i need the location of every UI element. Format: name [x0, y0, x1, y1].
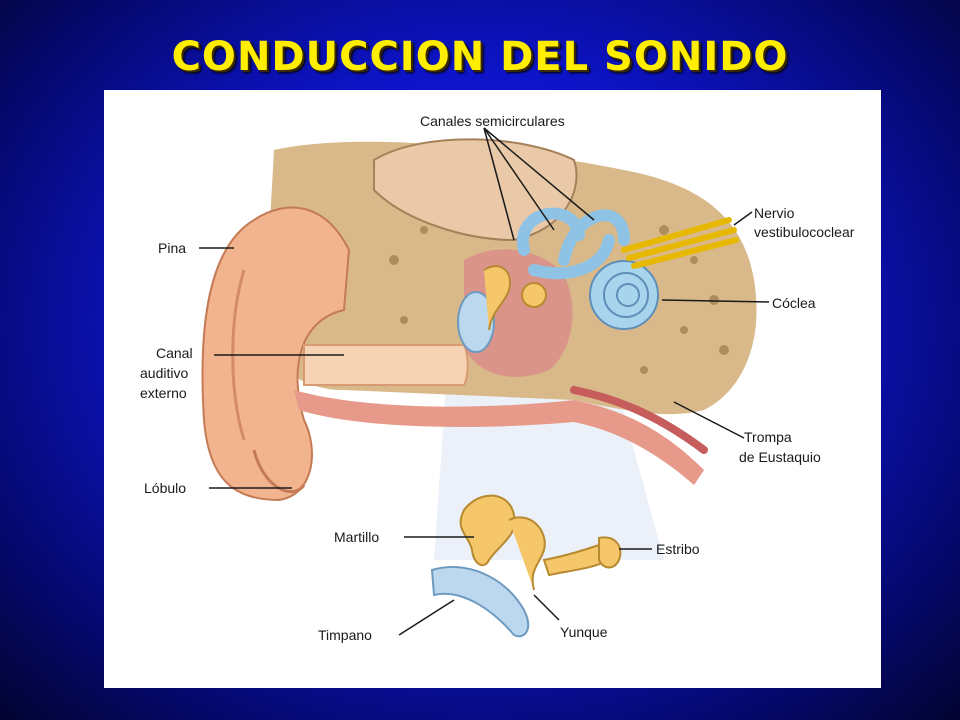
label-vestibulococlear: vestibulococlear — [754, 224, 855, 240]
eustachian-tube — [570, 386, 708, 454]
ossicle-detail — [430, 494, 622, 638]
eardrum — [457, 291, 495, 353]
label-externo: externo — [140, 385, 187, 401]
label-de-eustaquio: de Eustaquio — [739, 449, 821, 465]
ear-anatomy-illustration — [199, 127, 770, 638]
label-martillo: Martillo — [334, 529, 380, 545]
semicircular-canals — [516, 207, 630, 280]
tympanic-membrane-detail — [430, 565, 530, 638]
label-yunque: Yunque — [560, 624, 608, 640]
cochlea — [589, 260, 659, 330]
label-coclea: Cóclea — [772, 295, 816, 311]
malleus-detail — [459, 494, 516, 567]
canal-lining — [294, 390, 704, 485]
label-lobulo: Lóbulo — [144, 480, 187, 496]
label-nervio: Nervio — [754, 205, 795, 221]
label-pina: Pina — [158, 240, 187, 256]
brain-tissue — [373, 138, 578, 242]
label-estribo: Estribo — [656, 541, 700, 557]
leader-lines — [199, 127, 770, 636]
diagram-panel: Canales semicirculares Nervio vestibuloc… — [104, 90, 881, 688]
vestibulocochlear-nerve — [621, 217, 739, 269]
incus-small — [521, 282, 547, 308]
stapes-footplate — [598, 536, 622, 569]
label-trompa: Trompa — [744, 429, 792, 445]
label-canal: Canal — [156, 345, 193, 361]
label-timpano: Timpano — [318, 627, 372, 643]
slide-title: CONDUCCION DEL SONIDO — [171, 34, 789, 80]
ossicles-small — [483, 265, 511, 331]
label-auditivo: auditivo — [140, 365, 189, 381]
label-canales-semicirculares: Canales semicirculares — [420, 113, 565, 129]
incus-detail — [508, 516, 546, 591]
ear-canal — [303, 344, 469, 386]
